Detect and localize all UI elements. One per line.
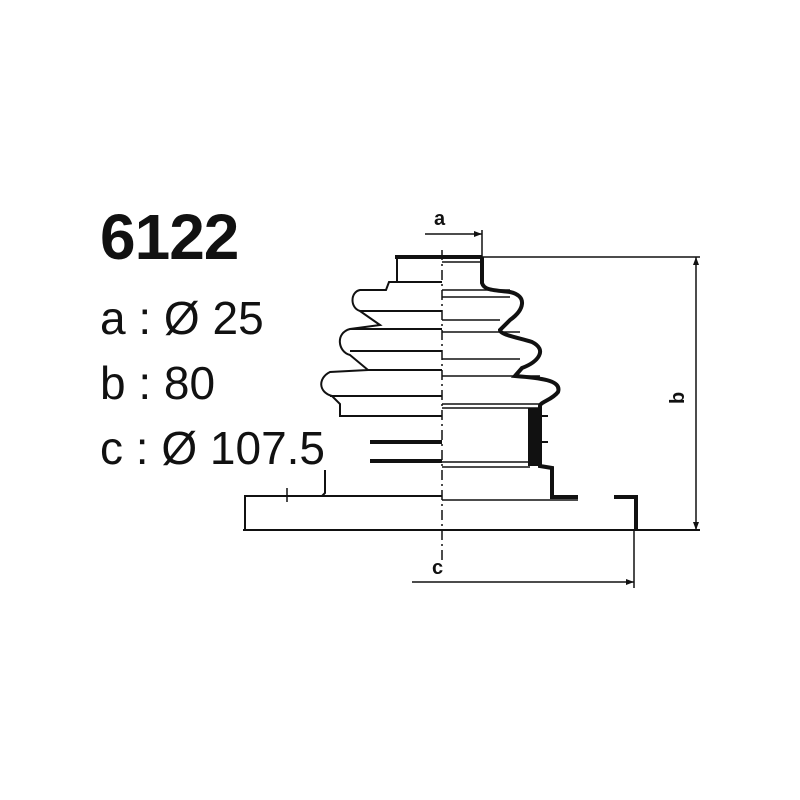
part-number: 6122 <box>100 201 239 273</box>
spec-b-length: b : 80 <box>100 357 216 409</box>
spec-c-diameter: c : Ø 107.5 <box>100 422 326 474</box>
spec-a-diameter: a : Ø 25 <box>100 292 264 344</box>
dimension-label-b: b <box>667 392 689 404</box>
boot-left-outline <box>320 256 442 417</box>
boot-right-wall <box>480 257 578 499</box>
dimension-label-a: a <box>434 208 446 230</box>
dimension-label-c: c <box>432 557 443 579</box>
